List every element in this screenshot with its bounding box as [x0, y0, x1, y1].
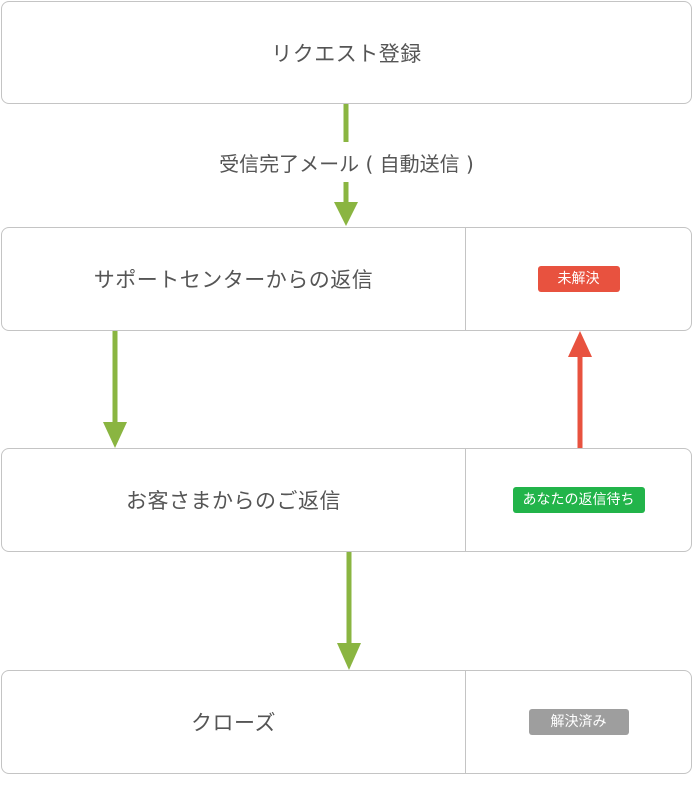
node-request-label: リクエスト登録	[271, 41, 422, 66]
edge-label-text: 受信完了メール ( 自動送信 )	[213, 150, 480, 178]
node-customer-reply-label: お客さまからのご返信	[126, 489, 341, 513]
node-support-reply: サポートセンターからの返信 未解決	[1, 227, 692, 331]
status-badge-resolved: 解決済み	[528, 709, 629, 735]
node-support-reply-status-cell: 未解決	[465, 228, 691, 330]
node-close-status-cell: 解決済み	[465, 671, 691, 773]
node-customer-reply-status-cell: あなたの返信待ち	[465, 449, 691, 551]
node-request: リクエスト登録	[1, 1, 692, 104]
edge-label-request-to-support: 受信完了メール ( 自動送信 )	[0, 148, 693, 178]
node-close-label: クローズ	[191, 711, 276, 735]
status-badge-unresolved: 未解決	[537, 266, 620, 292]
arrowhead-customer-to-support	[568, 331, 592, 357]
node-customer-reply: お客さまからのご返信 あなたの返信待ち	[1, 448, 692, 552]
arrowhead-customer-to-close	[337, 643, 361, 670]
node-support-reply-label: サポートセンターからの返信	[93, 268, 374, 292]
status-badge-waiting: あなたの返信待ち	[512, 487, 645, 513]
arrowhead-support-to-customer	[103, 422, 127, 448]
arrowhead-request-to-support	[334, 202, 358, 226]
node-close: クローズ 解決済み	[1, 670, 692, 774]
